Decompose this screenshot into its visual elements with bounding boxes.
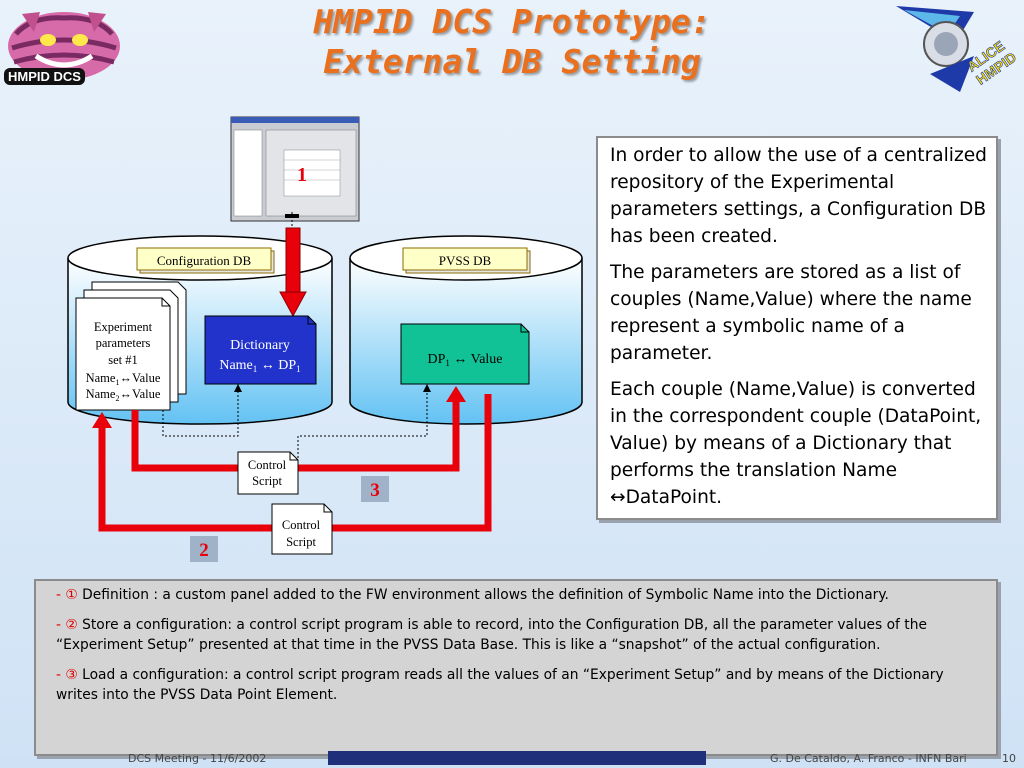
value2-text: ↔Value bbox=[119, 387, 160, 401]
experiment-doc-line-2: parameters bbox=[96, 336, 151, 350]
step-3-badge: 3 bbox=[361, 476, 389, 502]
step-item-1-text: Definition : a custom panel added to the… bbox=[77, 587, 889, 603]
name2-text: Name bbox=[86, 387, 116, 401]
step-item-1: - ① Definition : a custom panel added to… bbox=[56, 585, 986, 606]
control-script-store bbox=[271, 503, 333, 555]
control-script-load-line-2: Script bbox=[252, 474, 282, 488]
dp-prefix-text: DP bbox=[427, 352, 445, 367]
db-setting-diagram: Configuration DB PVSS DB 1 Experiment pa… bbox=[67, 116, 583, 562]
control-script-load bbox=[237, 451, 299, 495]
step-item-2-dash: - bbox=[56, 616, 66, 633]
slide-title: HMPID DCS Prototype: External DB Setting bbox=[0, 2, 1024, 82]
dictionary-box bbox=[204, 315, 317, 385]
experiment-doc-line-3: set #1 bbox=[108, 353, 138, 367]
footer-left: DCS Meeting - 11/6/2002 bbox=[128, 752, 267, 765]
pvss-db-label: PVSS DB bbox=[402, 247, 531, 274]
dictionary-dp-text: ↔ DP bbox=[257, 358, 296, 373]
step-item-2: - ② Store a configuration: a control scr… bbox=[56, 615, 986, 656]
title-line-1: HMPID DCS Prototype: bbox=[313, 2, 711, 41]
alice-logo-icon: ALICE HMPID bbox=[896, 6, 1019, 92]
control-script-load-line-1: Control bbox=[248, 458, 287, 472]
dotted-connectors bbox=[162, 384, 431, 462]
control-script-store-line-1: Control bbox=[282, 518, 321, 532]
datapoint-box bbox=[400, 323, 530, 385]
explanation-paragraph-1: In order to allow the use of a centraliz… bbox=[610, 145, 987, 247]
step-item-1-number: ① bbox=[65, 587, 78, 603]
step-2-badge: 2 bbox=[190, 536, 218, 562]
explanation-paragraph-3: Each couple (Name,Value) is converted in… bbox=[610, 379, 982, 508]
dictionary-name-text: Name bbox=[219, 358, 252, 373]
explanation-box: In order to allow the use of a centraliz… bbox=[596, 136, 998, 520]
step-item-1-dash: - bbox=[56, 587, 66, 603]
footer-center-bar bbox=[328, 751, 706, 765]
dictionary-dp-subscript: 1 bbox=[296, 364, 301, 374]
name1-text: Name bbox=[86, 371, 116, 385]
logo-left-label: HMPID DCS bbox=[4, 68, 85, 85]
footer-right: G. De Cataldo, A. Franco - INFN Bari bbox=[770, 752, 967, 765]
dictionary-title: Dictionary bbox=[230, 338, 290, 353]
step-1-marker: 1 bbox=[297, 164, 307, 186]
step-item-3-number: ③ bbox=[65, 666, 78, 683]
dp-subscript: 1 bbox=[445, 358, 450, 368]
experiment-parameters-stack bbox=[75, 281, 187, 411]
step-2-text: 2 bbox=[199, 540, 209, 561]
configuration-db-text: Configuration DB bbox=[157, 253, 252, 268]
pvss-db-text: PVSS DB bbox=[439, 253, 492, 268]
step-item-2-text: Store a configuration: a control script … bbox=[56, 616, 927, 654]
hmpid-dcs-logo: HMPID DCS bbox=[2, 4, 126, 96]
step-item-3: - ③ Load a configuration: a control scri… bbox=[56, 665, 986, 706]
step-item-2-number: ② bbox=[65, 616, 78, 633]
cheshire-cat-icon bbox=[8, 12, 120, 80]
alice-hmpid-logo: ALICE HMPID bbox=[890, 2, 1020, 98]
dp-suffix-text: ↔ Value bbox=[450, 352, 503, 367]
name2-subscript: 2 bbox=[115, 394, 119, 403]
step-item-3-dash: - bbox=[56, 666, 66, 683]
title-line-2: External DB Setting bbox=[323, 42, 701, 81]
footer-page-number: 10 bbox=[1002, 752, 1016, 765]
experiment-doc-line-4: Name1↔Value bbox=[86, 371, 161, 387]
dictionary-name-subscript: 1 bbox=[253, 364, 258, 374]
experiment-doc-line-5: Name2↔Value bbox=[86, 387, 161, 403]
definition-arrow bbox=[279, 212, 307, 318]
step-3-text: 3 bbox=[370, 480, 380, 501]
dictionary-mapping: Name1 ↔ DP1 bbox=[219, 358, 300, 374]
explanation-paragraph-2: The parameters are stored as a list of c… bbox=[610, 262, 972, 364]
name1-subscript: 1 bbox=[115, 378, 119, 387]
step-item-3-text: Load a configuration: a control script p… bbox=[56, 666, 944, 704]
steps-box: - ① Definition : a custom panel added to… bbox=[34, 579, 998, 756]
configuration-db-label: Configuration DB bbox=[136, 247, 275, 274]
value1-text: ↔Value bbox=[119, 371, 160, 385]
slide-footer: DCS Meeting - 11/6/2002 G. De Cataldo, A… bbox=[0, 751, 1024, 768]
datapoint-mapping: DP1 ↔ Value bbox=[427, 352, 502, 368]
dictionary-panel-thumbnail[interactable] bbox=[230, 116, 360, 222]
control-script-store-line-2: Script bbox=[286, 535, 316, 549]
experiment-doc-line-1: Experiment bbox=[94, 320, 153, 334]
